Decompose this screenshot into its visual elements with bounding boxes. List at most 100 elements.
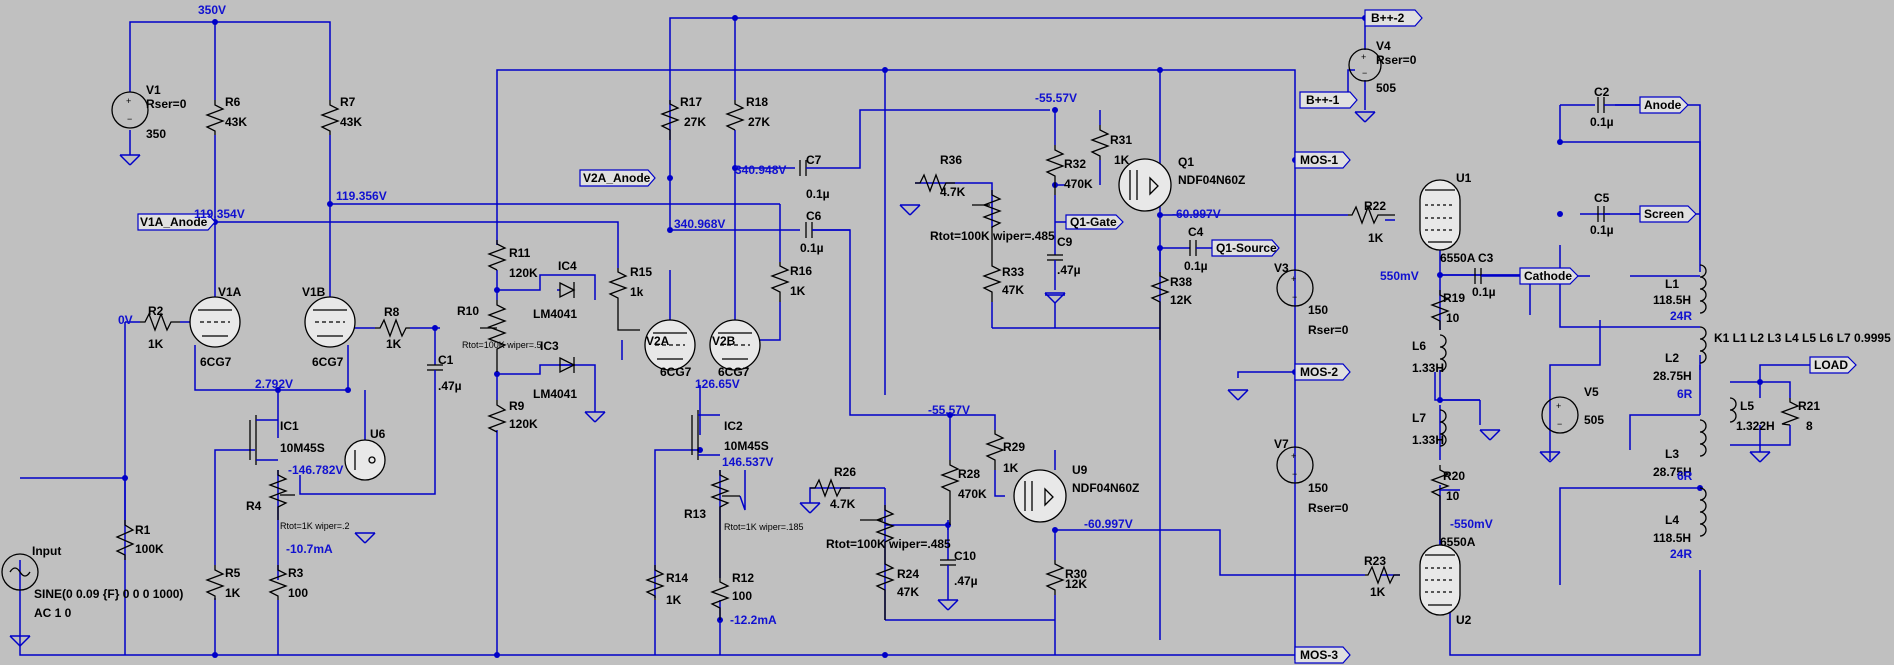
diode-IC4 [559,281,576,299]
V1A-model: 6CG7 [200,355,232,369]
pentode-U2 [1419,544,1461,616]
resistor-R23 [1365,565,1400,585]
net-mos2: MOS-2 [1300,365,1338,379]
R6-value: 43K [225,115,247,129]
resistor-R38 [1150,272,1170,340]
net-v2a-anode: V2A_Anode [583,171,651,185]
R8-name: R8 [384,305,400,319]
resistor-R2 [140,312,180,332]
flag-bpp2 [1364,9,1423,27]
resistor-R7 [320,100,340,135]
flag-screen [1639,205,1697,223]
pot-R13 [710,470,730,578]
C6-name: C6 [806,209,822,223]
volt-550b: -550mV [1450,517,1493,531]
R20-value: 10 [1446,489,1460,503]
C4-value: 0.1µ [1184,259,1208,273]
inductor-L5 [1729,397,1737,423]
Q1-model: NDF04N60Z [1178,173,1245,187]
svg-text:−: − [1362,68,1367,78]
V2A-model: 6CG7 [660,365,692,379]
net-mos3: MOS-3 [1300,648,1338,662]
inductors[interactable] [1439,264,1737,537]
C3-value: 0.1µ [1472,285,1496,299]
R5-value: 1K [225,586,241,600]
resistor-R3 [268,565,288,600]
R10-name: R10 [457,304,479,318]
volt-m5557b: -55.57V [928,403,970,417]
R8-value: 1K [386,337,402,351]
R14-name: R14 [666,571,688,585]
R2-value: 1K [148,337,164,351]
V7-value: 150 [1308,481,1328,495]
C2-name: C2 [1594,85,1610,99]
R29-name: R29 [1003,440,1025,454]
resistor-R33 [982,262,1002,302]
V4-rser: Rser=0 [1376,53,1417,67]
resistor-R18 [725,100,745,131]
R19-name: R19 [1443,291,1465,305]
C9-value: .47µ [1057,263,1081,277]
R22-name: R22 [1364,199,1386,213]
R24-value: 47K [897,585,919,599]
R12-value: 100 [732,589,752,603]
resistor-R5 [205,565,225,600]
R32-value: 470K [1064,177,1093,191]
net-flags[interactable] [137,9,1857,664]
C10-value: .47µ [954,574,978,588]
V1-rser: Rser=0 [146,97,187,111]
resistor-R16 [770,262,790,302]
pentodes[interactable] [1419,179,1461,616]
C7-value: 0.1µ [806,187,830,201]
potentiometers[interactable] [268,190,1002,578]
R24-name: R24 [897,567,919,581]
L1-name: L1 [1665,277,1679,291]
voltage-sources[interactable]: +− +− +− +− +− [1,48,1579,591]
volt-126: 126.65V [695,377,740,391]
source-V1: +− [111,91,149,129]
inductor-L4 [1699,487,1707,537]
capacitors[interactable] [427,97,1640,600]
R2-name: R2 [148,304,164,318]
cap-C2 [1597,97,1640,113]
IC1-name: IC1 [280,419,299,433]
R38-name: R38 [1170,275,1192,289]
L6-name: L6 [1412,339,1426,353]
C5-name: C5 [1594,191,1610,205]
U9-name: U9 [1072,463,1088,477]
R1-value: 100K [135,542,164,556]
L5-value: 1.322H [1736,419,1775,433]
volt-119a: 119.354V [194,207,245,221]
Input-name: Input [32,544,61,558]
cap-C9 [1047,254,1063,290]
pentode-U1 [1419,179,1461,251]
wires [19,17,1810,660]
R16-name: R16 [790,264,812,278]
flag-mos3 [1294,646,1351,664]
U1-name: U1 [1456,171,1472,185]
V3-rser: Rser=0 [1308,323,1349,337]
R19-value: 10 [1446,311,1460,325]
source-V5: +− [1541,396,1579,434]
R9-value: 120K [509,417,538,431]
R28-name: R28 [958,467,980,481]
R13-value: Rtot=1K wiper=.185 [724,522,804,532]
L4-value: 118.5H [1653,531,1691,545]
IC3-model: LM4041 [533,387,577,401]
V1-name: V1 [146,83,161,97]
volt-0: 0V [118,313,133,327]
L5-name: L5 [1740,399,1754,413]
R18-name: R18 [746,95,768,109]
resistors[interactable] [115,100,1800,620]
inductor-L6 [1439,334,1447,372]
triodes[interactable] [189,296,761,481]
mosfets[interactable] [249,158,1172,523]
C1-name: C1 [438,353,454,367]
R22-value: 1K [1368,231,1384,245]
shunt-regulators[interactable] [559,281,576,374]
flag-q1-gate [1065,214,1124,230]
net-v1a-anode: V1A_Anode [140,215,208,229]
V4-value: 505 [1376,81,1396,95]
